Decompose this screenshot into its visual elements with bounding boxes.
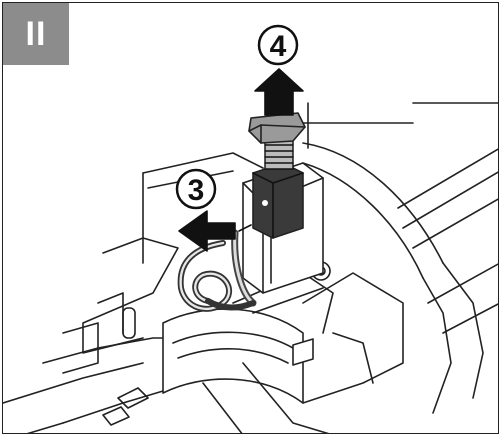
step-3-callout: 3 bbox=[175, 168, 217, 210]
panel-label: II bbox=[25, 14, 47, 53]
cradle bbox=[162, 261, 404, 433]
brush-cap bbox=[248, 112, 306, 144]
pin-horizontal bbox=[292, 338, 314, 366]
wire-lead bbox=[177, 229, 257, 312]
assembly-drawing: 4 3 bbox=[3, 24, 498, 433]
arrow-up-icon bbox=[254, 68, 304, 116]
step-4-number: 4 bbox=[270, 30, 287, 63]
arrow-left-icon bbox=[178, 210, 252, 252]
step-4-callout: 4 bbox=[257, 24, 299, 66]
panel-badge: II bbox=[3, 3, 69, 65]
left-housing bbox=[3, 152, 264, 433]
illustration-frame: II bbox=[2, 2, 499, 434]
housing-outline bbox=[302, 102, 498, 414]
carbon-brush bbox=[252, 162, 304, 239]
step-3-number: 3 bbox=[188, 174, 205, 207]
pin bbox=[122, 307, 136, 339]
